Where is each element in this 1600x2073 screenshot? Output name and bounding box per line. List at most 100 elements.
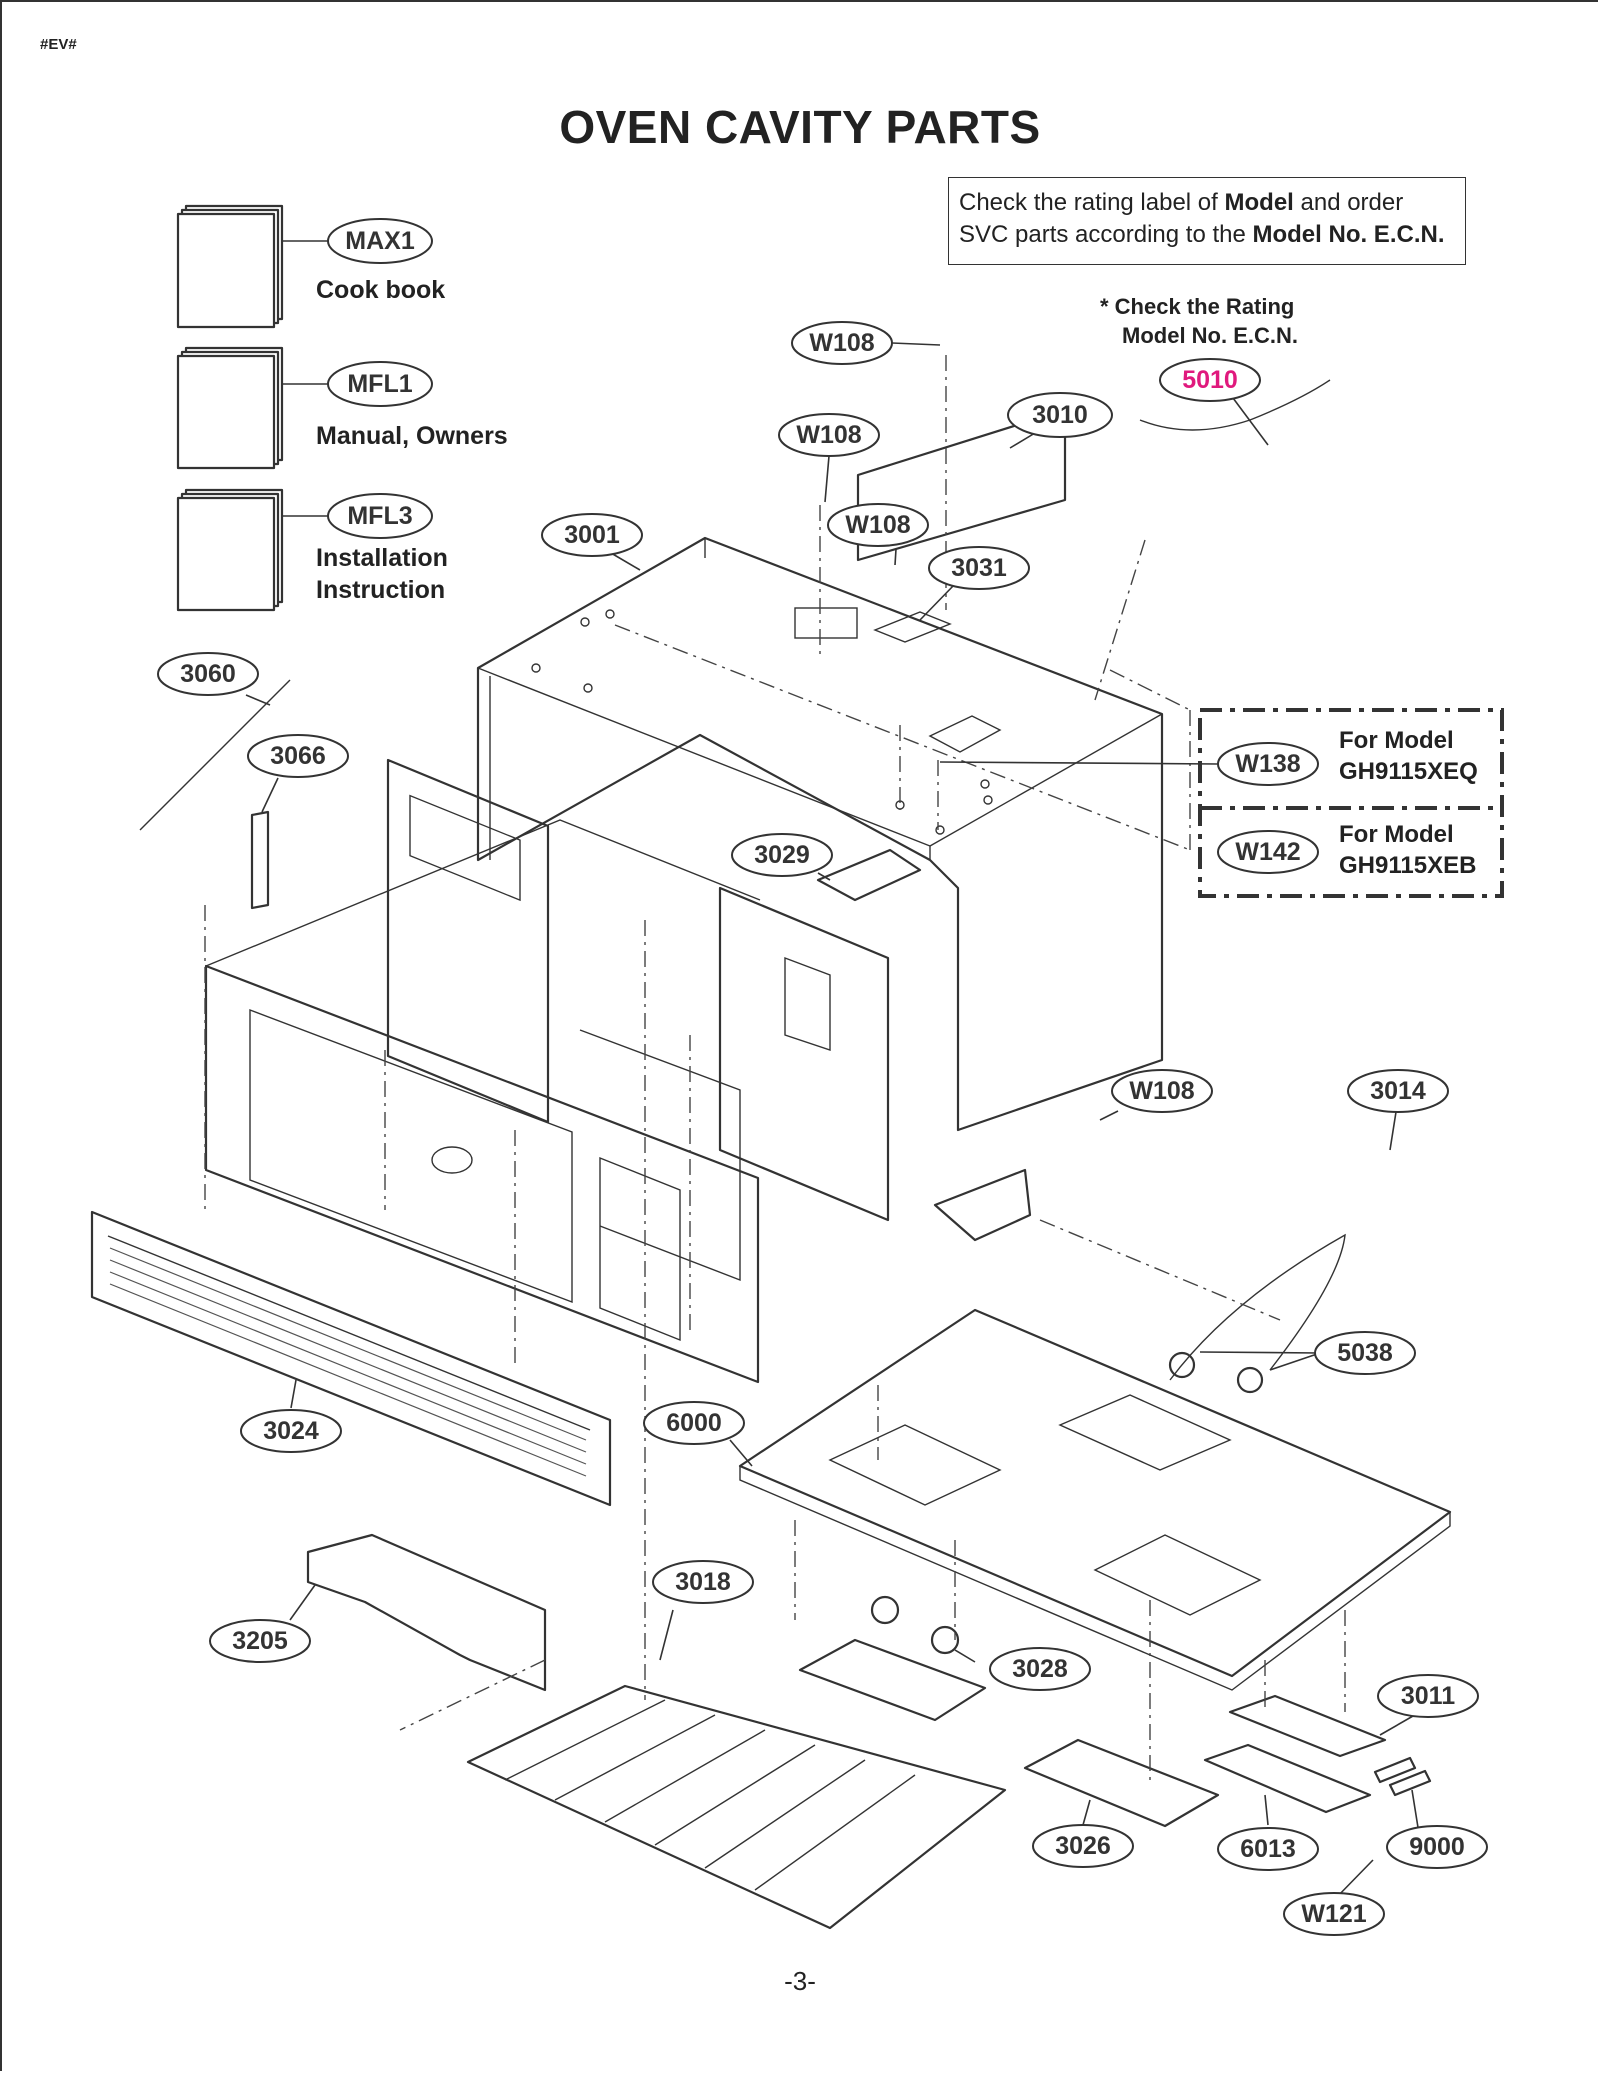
page-number: -3- (784, 1966, 816, 1996)
tag-mfl1: MFL1 (327, 361, 433, 407)
rating-note-line2: Model No. E.C.N. (1122, 323, 1298, 348)
model-b-line2: GH9115XEB (1339, 852, 1477, 879)
tag-3011: 3011 (1377, 1674, 1479, 1718)
svg-text:3001: 3001 (564, 521, 620, 549)
svg-text:W108: W108 (809, 329, 874, 357)
tag-3205: 3205 (209, 1619, 311, 1663)
front-frame (204, 819, 761, 1384)
lamp-socket-a (1168, 1351, 1196, 1379)
note-line1-pre: Check the rating label of (959, 189, 1225, 216)
connector-9000-a (1373, 1756, 1417, 1784)
svg-text:W142: W142 (1235, 838, 1300, 866)
svg-text:W108: W108 (1129, 1077, 1194, 1105)
svg-text:3205: 3205 (232, 1627, 288, 1655)
oven-rack-3018 (466, 1684, 1007, 1930)
model-gh9115xeb-label: For Model GH9115XEB (1339, 819, 1476, 881)
tag-3026: 3026 (1032, 1824, 1134, 1868)
bracket-3029 (816, 848, 922, 902)
tag-3014: 3014 (1347, 1069, 1449, 1113)
outer-case-3001 (476, 536, 1164, 1132)
svg-text:3010: 3010 (1032, 401, 1088, 429)
page-title: OVEN CAVITY PARTS (559, 101, 1041, 153)
book-cookbook-label: Cook book (316, 276, 446, 304)
bracket-w108 (933, 1168, 1032, 1242)
lamp-lens-3011 (1228, 1694, 1387, 1758)
svg-text:3014: 3014 (1370, 1077, 1426, 1105)
svg-text:5010: 5010 (1182, 366, 1238, 394)
model-b-line1: For Model (1339, 821, 1454, 848)
tag-5038: 5038 (1314, 1331, 1416, 1375)
grease-filter-3026 (1023, 1738, 1220, 1828)
model-variant-box (1198, 708, 1504, 898)
assembly-dashed-lines (204, 355, 1346, 1780)
lamp-socket-b (1236, 1366, 1264, 1394)
svg-text:3011: 3011 (1401, 1682, 1455, 1710)
tag-max1: MAX1 (327, 218, 433, 264)
grille-3205 (306, 1533, 547, 1692)
tag-3018: 3018 (652, 1560, 754, 1604)
installation-instruction-illustration (176, 488, 284, 612)
svg-text:9000: 9000 (1409, 1833, 1465, 1861)
tag-w121: W121 (1283, 1892, 1385, 1936)
svg-text:W138: W138 (1235, 750, 1300, 778)
svg-text:MFL1: MFL1 (347, 370, 412, 398)
svg-text:3029: 3029 (754, 841, 810, 869)
note-line1-post: and order (1293, 189, 1404, 216)
grille-3024 (90, 1210, 612, 1507)
svg-text:3026: 3026 (1055, 1832, 1111, 1860)
tag-w108-bracket: W108 (1111, 1069, 1213, 1113)
book-installation-label: Installation Instruction (316, 542, 448, 606)
base-plate-6000 (738, 1308, 1452, 1691)
svg-text:5038: 5038 (1337, 1339, 1393, 1367)
owners-manual-illustration (176, 346, 284, 470)
svg-text:6013: 6013 (1240, 1835, 1296, 1863)
cookbook-illustration (176, 204, 284, 329)
note-line1-bold: Model (1224, 189, 1294, 216)
book-installation-line1: Installation (316, 544, 448, 572)
tag-3060: 3060 (157, 652, 259, 696)
model-a-line2: GH9115XEQ (1339, 758, 1478, 785)
svg-text:W108: W108 (796, 421, 861, 449)
tag-3001: 3001 (541, 513, 643, 557)
note-line2-bold: Model No. E.C.N. (1252, 221, 1445, 248)
tag-w138: W138 (1217, 742, 1319, 786)
tag-w108-left: W108 (778, 413, 880, 457)
tag-3066: 3066 (247, 734, 349, 778)
svg-text:3028: 3028 (1012, 1655, 1068, 1683)
svg-text:W108: W108 (845, 511, 910, 539)
connector-9000-b (1388, 1769, 1432, 1797)
svg-text:3018: 3018 (675, 1568, 731, 1596)
model-gh9115xeq-label: For Model GH9115XEQ (1339, 725, 1478, 787)
sensor-3060 (139, 679, 291, 831)
tag-5010: 5010 (1159, 358, 1261, 402)
rating-note: * Check the Rating Model No. E.C.N. (1100, 292, 1298, 350)
tag-w142: W142 (1217, 830, 1319, 874)
tag-w108-center: W108 (827, 503, 929, 547)
model-a-line1: For Model (1339, 727, 1454, 754)
svg-text:6000: 6000 (666, 1409, 722, 1437)
tag-mfl3: MFL3 (327, 493, 433, 539)
svg-text:3066: 3066 (270, 742, 326, 770)
tag-3024: 3024 (240, 1409, 342, 1453)
svg-text:3060: 3060 (180, 660, 236, 688)
tag-3010: 3010 (1007, 392, 1113, 438)
tag-w108-top: W108 (791, 321, 893, 365)
svg-text:MAX1: MAX1 (345, 227, 415, 255)
tag-9000: 9000 (1386, 1825, 1488, 1869)
lamp-bulb-a (870, 1595, 900, 1625)
grease-filter-3028 (798, 1638, 987, 1722)
ecn-note-box: Check the rating label of Model and orde… (948, 177, 1466, 265)
svg-text:3024: 3024 (263, 1417, 319, 1445)
lamp-bulb-b (930, 1625, 960, 1655)
document-code: #EV# (40, 36, 77, 53)
tag-3031: 3031 (928, 546, 1030, 590)
wire-harness-3014 (1169, 1233, 1346, 1381)
tag-6013: 6013 (1217, 1827, 1319, 1871)
book-manual-label: Manual, Owners (316, 422, 508, 450)
cavity-side-panel (386, 758, 890, 1222)
svg-text:3031: 3031 (951, 554, 1007, 582)
book-installation-line2: Instruction (316, 576, 446, 604)
svg-text:MFL3: MFL3 (347, 502, 412, 530)
